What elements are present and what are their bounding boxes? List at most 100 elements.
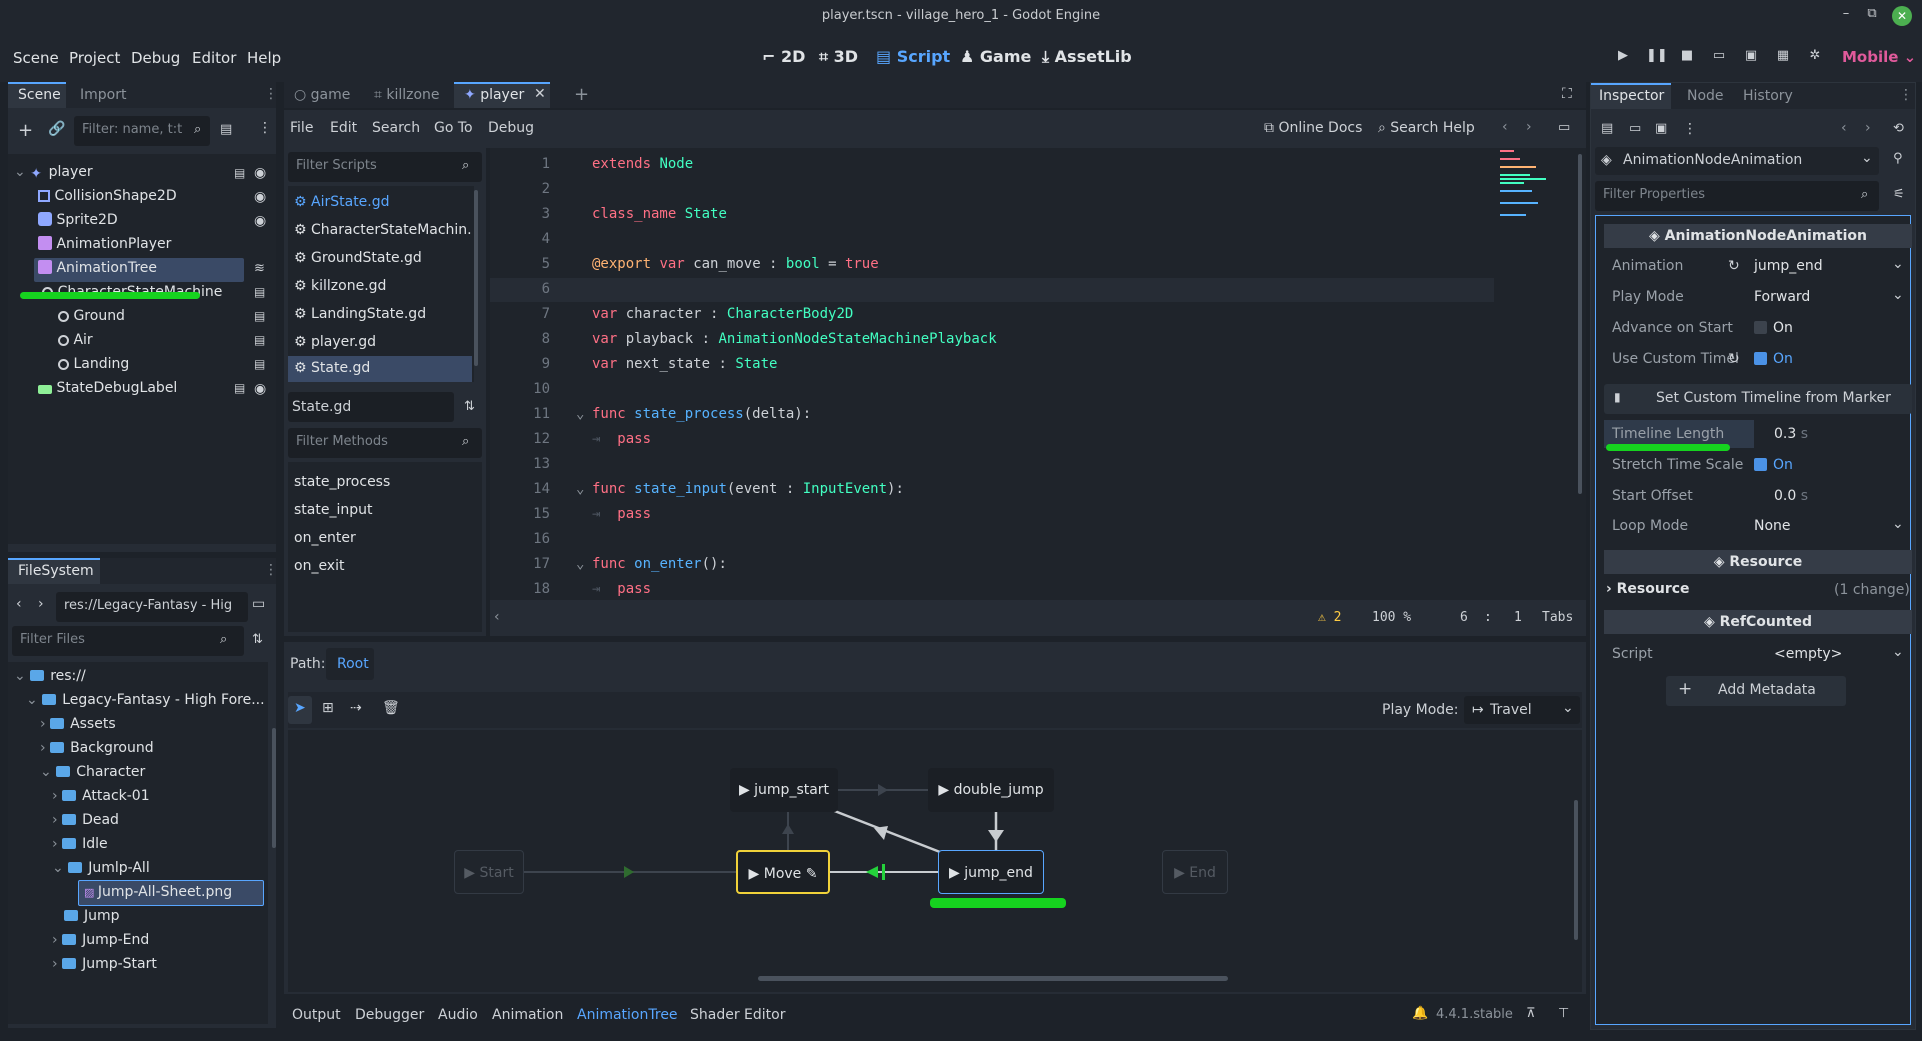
- timeline-length-input[interactable]: 0.3 s: [1774, 426, 1809, 442]
- bottom-tab-audio[interactable]: Audio: [438, 1007, 478, 1023]
- bottom-tab-animation[interactable]: Animation: [492, 1007, 564, 1023]
- forward-icon[interactable]: ›: [38, 596, 44, 612]
- tab-filesystem[interactable]: FileSystem: [18, 563, 94, 579]
- open-folder-icon[interactable]: ▭: [1629, 121, 1642, 136]
- dock-menu-icon[interactable]: ⋮: [264, 86, 278, 102]
- fullscreen-icon[interactable]: ⛶: [1562, 86, 1572, 102]
- file-item[interactable]: ⌄ Jumlp-All: [52, 860, 150, 876]
- animation-select[interactable]: jump_end: [1754, 258, 1823, 274]
- state-node-move[interactable]: ▶ Move ✎: [736, 850, 830, 894]
- renderer-select[interactable]: Mobile ⌄: [1842, 48, 1917, 66]
- history-icon[interactable]: ⟲: [1893, 121, 1904, 136]
- signal-icon[interactable]: ≋: [254, 261, 265, 276]
- script-icon[interactable]: ▤: [234, 381, 246, 395]
- script-file-item[interactable]: ⚙ GroundState.gd: [294, 250, 422, 266]
- script-list-scrollbar[interactable]: [474, 190, 478, 366]
- file-item[interactable]: ⌄ res://: [14, 668, 86, 684]
- method-item[interactable]: state_input: [294, 502, 373, 518]
- graph-h-scrollbar[interactable]: [758, 976, 1228, 981]
- add-metadata-button[interactable]: + Add Metadata: [1666, 676, 1846, 706]
- section-resource[interactable]: ◈ Resource: [1604, 550, 1912, 574]
- online-docs-button[interactable]: ⧉ Online Docs: [1264, 120, 1363, 136]
- menu-debug[interactable]: Debug: [131, 49, 181, 67]
- visibility-eye-icon[interactable]: ◉: [254, 189, 267, 205]
- edit-icon[interactable]: ✎: [805, 866, 818, 882]
- play-mode-select[interactable]: ↦ Travel ⌄: [1464, 696, 1580, 724]
- indent-mode[interactable]: Tabs: [1542, 610, 1574, 625]
- section-refcounted[interactable]: ◈ RefCounted: [1604, 610, 1912, 634]
- file-item[interactable]: › Idle: [52, 836, 108, 852]
- tab-import[interactable]: Import: [80, 87, 127, 103]
- file-item[interactable]: › Jump-End: [52, 932, 150, 948]
- split-view-icon[interactable]: ▭: [252, 596, 266, 612]
- method-item[interactable]: on_exit: [294, 558, 345, 574]
- method-item[interactable]: on_enter: [294, 530, 356, 546]
- property-filter-input[interactable]: Filter Properties: [1595, 181, 1879, 211]
- reset-icon[interactable]: ↻: [1728, 351, 1740, 367]
- tab-killzone[interactable]: ⌗ killzone: [374, 87, 440, 103]
- link-icon[interactable]: 🔗: [48, 121, 66, 137]
- pin-icon[interactable]: ⊼: [1526, 1006, 1536, 1021]
- menu-project[interactable]: Project: [69, 49, 121, 67]
- mode-2d[interactable]: ⌐ 2D: [762, 47, 806, 66]
- script-menu-edit[interactable]: Edit: [330, 120, 358, 136]
- select-tool-icon[interactable]: ➤: [294, 700, 306, 716]
- menu-scene[interactable]: Scene: [13, 49, 59, 67]
- new-resource-icon[interactable]: ▤: [1601, 121, 1614, 136]
- state-node-jump-start[interactable]: ▶ jump_start: [730, 768, 838, 812]
- tree-node-animplayer[interactable]: AnimationPlayer: [38, 236, 171, 263]
- mode-script[interactable]: ▤ Script: [876, 47, 951, 66]
- history-back-icon[interactable]: ‹: [1841, 120, 1847, 136]
- file-item[interactable]: › Attack-01: [52, 788, 150, 804]
- tab-node[interactable]: Node: [1687, 88, 1724, 104]
- statemachine-graph[interactable]: ▶ Start ▶ End ▶ Move ✎ ▶ jump_start ▶ do…: [288, 730, 1582, 992]
- expand-panel-icon[interactable]: ⊤: [1558, 1006, 1570, 1021]
- script-icon[interactable]: ▤: [254, 309, 266, 323]
- file-filter-input[interactable]: Filter Files: [12, 626, 244, 656]
- script-icon[interactable]: ▤: [234, 166, 246, 180]
- advance-checkbox[interactable]: On: [1754, 320, 1793, 336]
- tree-node-debuglabel[interactable]: StateDebugLabel: [38, 380, 177, 407]
- attach-script-icon[interactable]: ▤: [220, 122, 233, 137]
- script-icon[interactable]: ▤: [254, 357, 266, 371]
- stop-icon[interactable]: ■: [1680, 48, 1694, 63]
- loop-mode-select[interactable]: None: [1754, 518, 1791, 534]
- custom-timeline-checkbox[interactable]: On: [1754, 351, 1793, 367]
- toggle-scripts-icon[interactable]: ‹: [494, 609, 500, 625]
- warnings-button[interactable]: ⚠ 2: [1318, 610, 1342, 625]
- dock-menu-icon[interactable]: ⋮: [264, 562, 278, 578]
- path-root-button[interactable]: Root: [337, 656, 369, 672]
- bottom-tab-output[interactable]: Output: [292, 1007, 341, 1023]
- pause-icon[interactable]: ❚❚: [1646, 48, 1668, 63]
- tree-node-air[interactable]: Air: [58, 332, 93, 359]
- graph-v-scrollbar[interactable]: [1574, 800, 1578, 940]
- float-window-icon[interactable]: ▭: [1558, 120, 1571, 135]
- tree-node-collision[interactable]: CollisionShape2D: [38, 188, 177, 215]
- script-file-item[interactable]: ⚙ AirState.gd: [294, 194, 390, 210]
- tab-scene[interactable]: Scene: [18, 87, 61, 103]
- maximize-button[interactable]: ⧉: [1867, 6, 1877, 21]
- minimize-button[interactable]: –: [1842, 6, 1850, 21]
- dock-menu-icon[interactable]: ⋮: [1899, 87, 1913, 103]
- tree-node-landing[interactable]: Landing: [58, 356, 129, 383]
- tree-node-ground[interactable]: Ground: [58, 308, 125, 335]
- zoom-level[interactable]: 100 %: [1372, 610, 1412, 625]
- sort-icon[interactable]: ⇅: [252, 632, 263, 647]
- back-icon[interactable]: ‹: [16, 596, 22, 612]
- reset-icon[interactable]: ↻: [1728, 258, 1740, 274]
- visibility-eye-icon[interactable]: ◉: [254, 165, 267, 181]
- play-scene-icon[interactable]: ▣: [1744, 48, 1758, 63]
- code-minimap[interactable]: [1494, 148, 1574, 248]
- mode-3d[interactable]: ⌗ 3D: [819, 47, 859, 66]
- history-forward-icon[interactable]: ›: [1526, 119, 1532, 135]
- script-resource-picker[interactable]: <empty>: [1774, 646, 1843, 662]
- file-item-selected[interactable]: ▨ Jump-All-Sheet.png: [84, 884, 233, 900]
- remote-debug-icon[interactable]: ▭: [1712, 48, 1726, 63]
- tab-player[interactable]: ✦ player: [464, 87, 525, 103]
- filesystem-scrollbar[interactable]: [272, 728, 276, 848]
- script-menu-file[interactable]: File: [290, 120, 314, 136]
- state-node-start[interactable]: ▶ Start: [454, 850, 524, 894]
- start-offset-input[interactable]: 0.0 s: [1774, 488, 1809, 504]
- visibility-eye-icon[interactable]: ◉: [254, 213, 267, 229]
- connect-nodes-icon[interactable]: ⇢: [350, 700, 362, 716]
